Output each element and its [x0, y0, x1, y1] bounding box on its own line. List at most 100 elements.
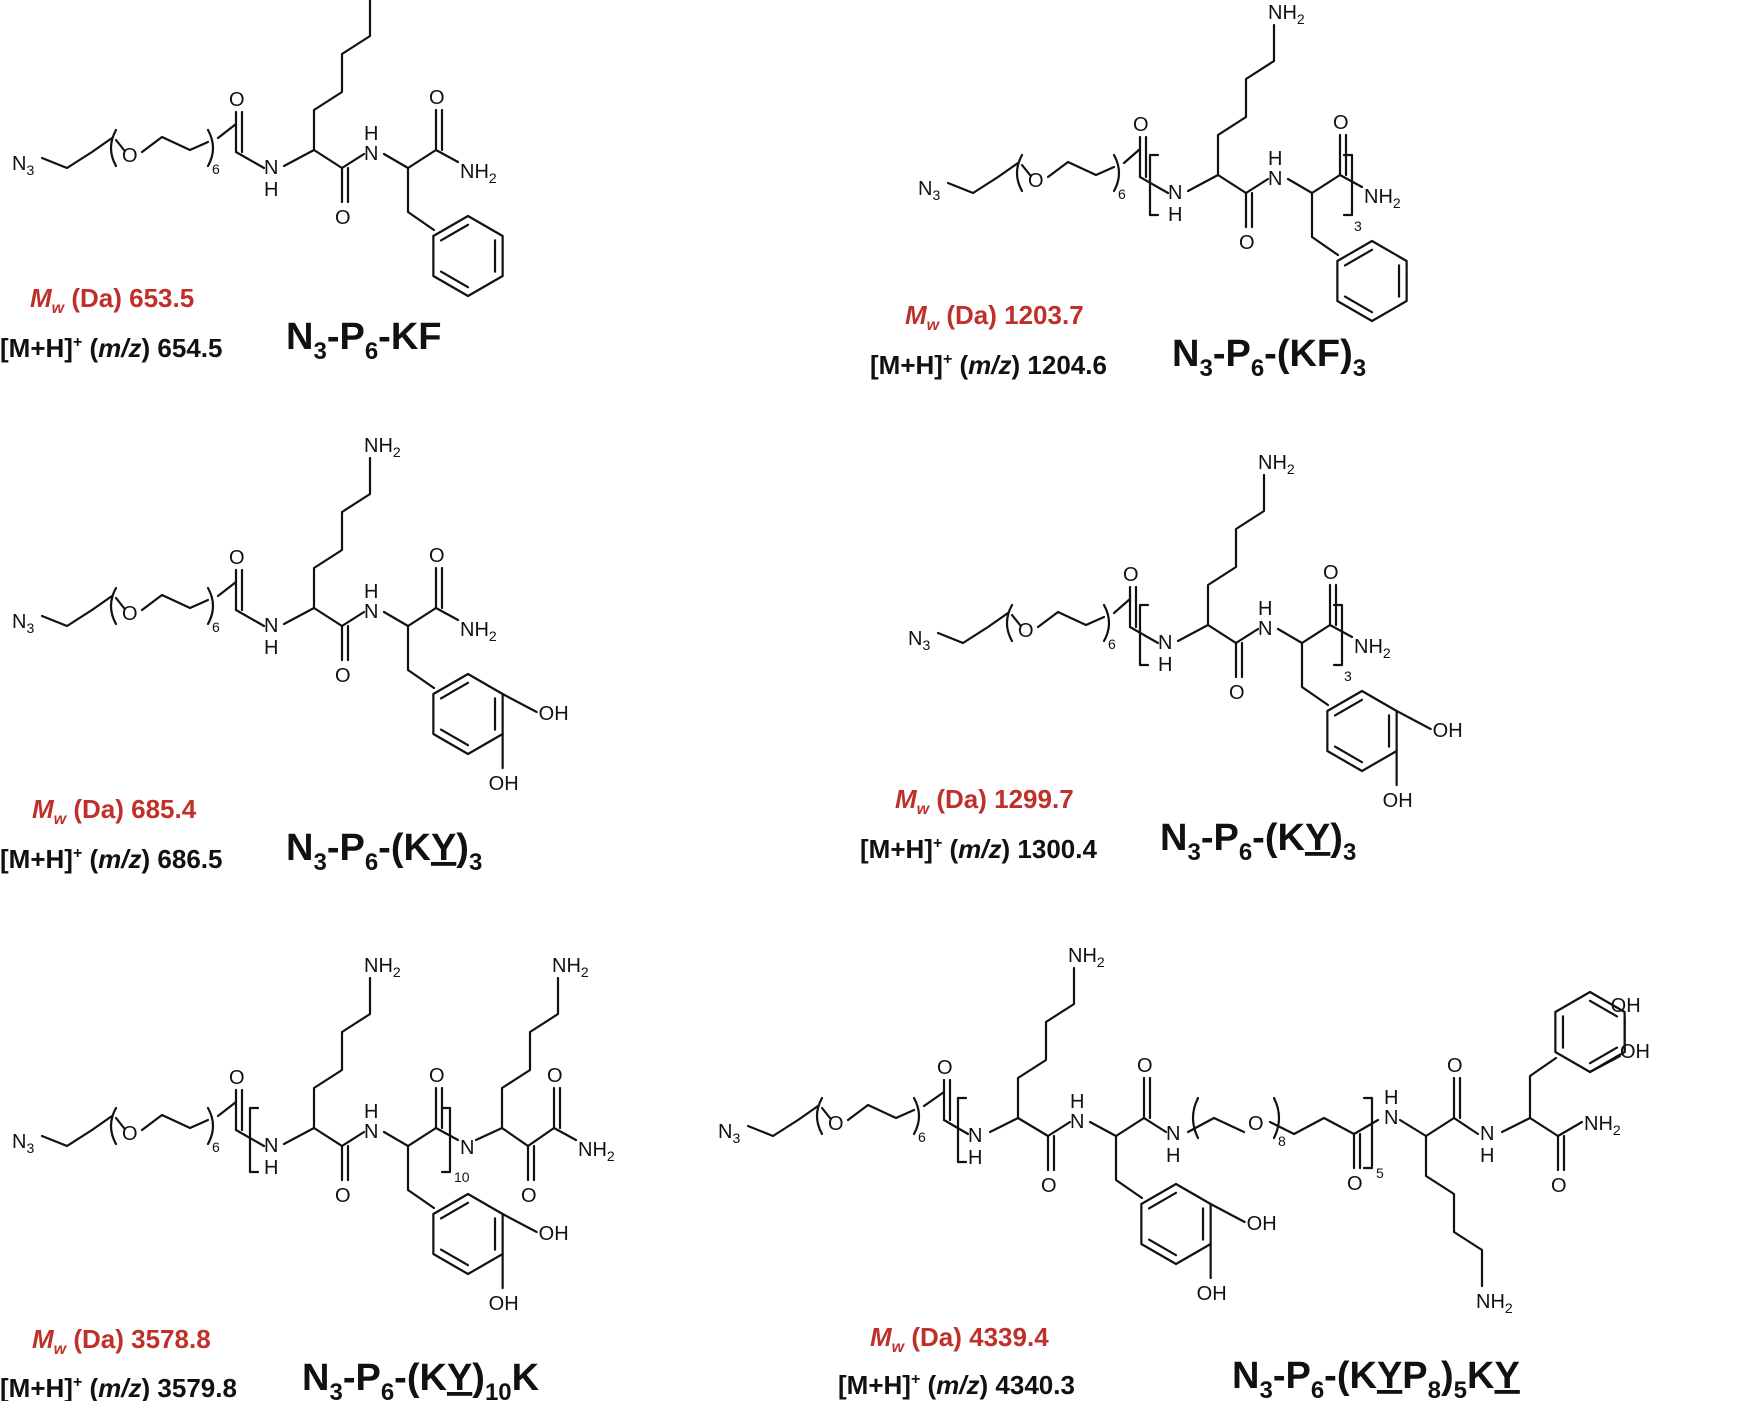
repeat-count: 5 — [1376, 1165, 1384, 1181]
aromatic-double-bond — [1588, 1046, 1619, 1065]
ether-oxygen-label: O — [1028, 170, 1044, 192]
aromatic-double-bond — [1343, 295, 1374, 314]
azide-label: N3 — [12, 1131, 34, 1156]
lysine-side-chain — [312, 0, 372, 152]
repeat-paren-open — [1015, 153, 1024, 193]
carbonyl-oxygen-label: O — [1347, 1173, 1363, 1195]
repeat-paren-open — [109, 1106, 118, 1146]
hydroxyl-label: OH — [539, 1223, 569, 1245]
backbone-bond — [434, 606, 460, 622]
peg-repeat-count: 6 — [212, 619, 220, 635]
backbone-bond — [1206, 623, 1238, 645]
terminal-amide-label: NH2 — [578, 1139, 615, 1164]
carbonyl-oxygen-label: O — [1551, 1175, 1567, 1197]
bond — [1528, 1056, 1558, 1120]
backbone-bond — [1310, 173, 1342, 195]
lysine-side-chain — [312, 976, 372, 1130]
backbone-bond — [406, 148, 438, 170]
hydroxyl-bond — [1395, 709, 1432, 731]
ether-oxygen-label: O — [828, 1113, 844, 1135]
carbonyl-oxygen-label: O — [429, 545, 445, 567]
lysine-amine-label: NH2 — [1476, 1291, 1513, 1316]
amide-n-label: N — [264, 1135, 278, 1157]
molecular-weight-caption: Mw (Da) 4339.4 — [870, 1322, 1049, 1356]
backbone-bond — [382, 152, 410, 170]
bond — [434, 1126, 460, 1142]
amide-h-label: H — [1168, 204, 1182, 226]
peg-chain — [746, 1104, 820, 1138]
compound-name: N3-P6-(KYP8)5KY — [1232, 1355, 1520, 1401]
peg-chain — [1010, 613, 1022, 627]
repeat-bracket-open — [1138, 603, 1150, 667]
repeat-paren-open — [109, 128, 118, 168]
backbone-bond — [1234, 627, 1260, 645]
backbone-bond — [1276, 627, 1304, 645]
carbonyl-oxygen-label: O — [229, 1067, 245, 1089]
lysine-amine-label: NH2 — [552, 955, 589, 980]
lysine-side-chain — [312, 456, 372, 610]
amide-h-label: H — [968, 1147, 982, 1169]
carbonyl-bond — [942, 1078, 952, 1122]
carbonyl-bond — [340, 1144, 350, 1182]
bond — [1556, 1120, 1584, 1138]
bond — [1528, 1116, 1560, 1138]
azide-label: N3 — [918, 178, 940, 203]
terminal-amide-label: NH2 — [1364, 186, 1401, 211]
mass-spec-caption: [M+H]+ (m/z) 1300.4 — [860, 834, 1097, 864]
bond — [1142, 1116, 1168, 1134]
backbone-bond — [282, 606, 316, 626]
bond — [282, 1126, 316, 1146]
amide-n-label: N — [460, 1137, 474, 1159]
amide-h-label: H — [1258, 598, 1272, 620]
bond — [234, 1128, 266, 1148]
amide-h-label: H — [1166, 1145, 1180, 1167]
ether-oxygen-label: O — [1248, 1113, 1264, 1135]
atom-labels: N3O6ONHNH2OHNONH2N3O6ONHNH2OHNONH23N3O6O… — [12, 0, 1650, 1316]
backbone-bond — [340, 152, 366, 170]
peg-chain — [216, 122, 238, 140]
bond — [1398, 1118, 1428, 1138]
peg-chain — [1036, 610, 1106, 629]
carbonyl-bond — [1128, 585, 1138, 629]
repeat-bracket-close — [440, 1106, 452, 1174]
bond — [500, 1126, 530, 1148]
lysine-side-chain — [1206, 473, 1266, 627]
azide-label: N3 — [12, 611, 34, 636]
amide-h-label: H — [264, 637, 278, 659]
peg-repeat-count: 6 — [212, 1139, 220, 1155]
lysine-amine-label: NH2 — [1268, 2, 1305, 27]
repeat-paren-close — [912, 1096, 921, 1136]
lysine-side-chain — [1424, 1134, 1484, 1288]
repeat-count: 8 — [1278, 1133, 1286, 1149]
mass-spec-caption: [M+H]+ (m/z) 4340.3 — [838, 1370, 1075, 1400]
carbonyl-bond — [234, 110, 244, 154]
carbonyl-bond — [234, 568, 244, 612]
benzyl-bond — [406, 1144, 436, 1210]
backbone-bond — [382, 610, 410, 628]
benzyl-bond — [406, 166, 436, 232]
terminal-amide-label: NH2 — [460, 619, 497, 644]
peg-chain — [140, 1113, 210, 1132]
amide-n-label: N — [1166, 1123, 1180, 1145]
peg-chain — [140, 135, 210, 154]
aromatic-double-bond — [1333, 698, 1364, 717]
peg-chain — [846, 1103, 916, 1122]
peg-repeat-count: 6 — [1118, 186, 1126, 202]
amide-n-label: N — [1158, 632, 1172, 654]
carbonyl-oxygen-label: O — [429, 1065, 445, 1087]
hydroxyl-label: OH — [1247, 1213, 1277, 1235]
backbone-bond — [406, 606, 438, 628]
hydroxyl-bond — [1209, 1202, 1246, 1224]
peg-chain — [1112, 597, 1132, 615]
amide-h-label: H — [364, 1101, 378, 1123]
amide-h-label: H — [1384, 1087, 1398, 1109]
lysine-side-chain — [1016, 966, 1076, 1120]
ether-oxygen-label: O — [122, 603, 138, 625]
repeat-paren-close — [206, 586, 215, 626]
amide-n-label: N — [1258, 618, 1272, 640]
lysine-amine-label: NH2 — [364, 0, 401, 2]
repeat-bracket-open — [248, 1106, 260, 1174]
peg-chain — [1122, 147, 1142, 165]
hydroxyl-bond — [501, 1212, 538, 1234]
